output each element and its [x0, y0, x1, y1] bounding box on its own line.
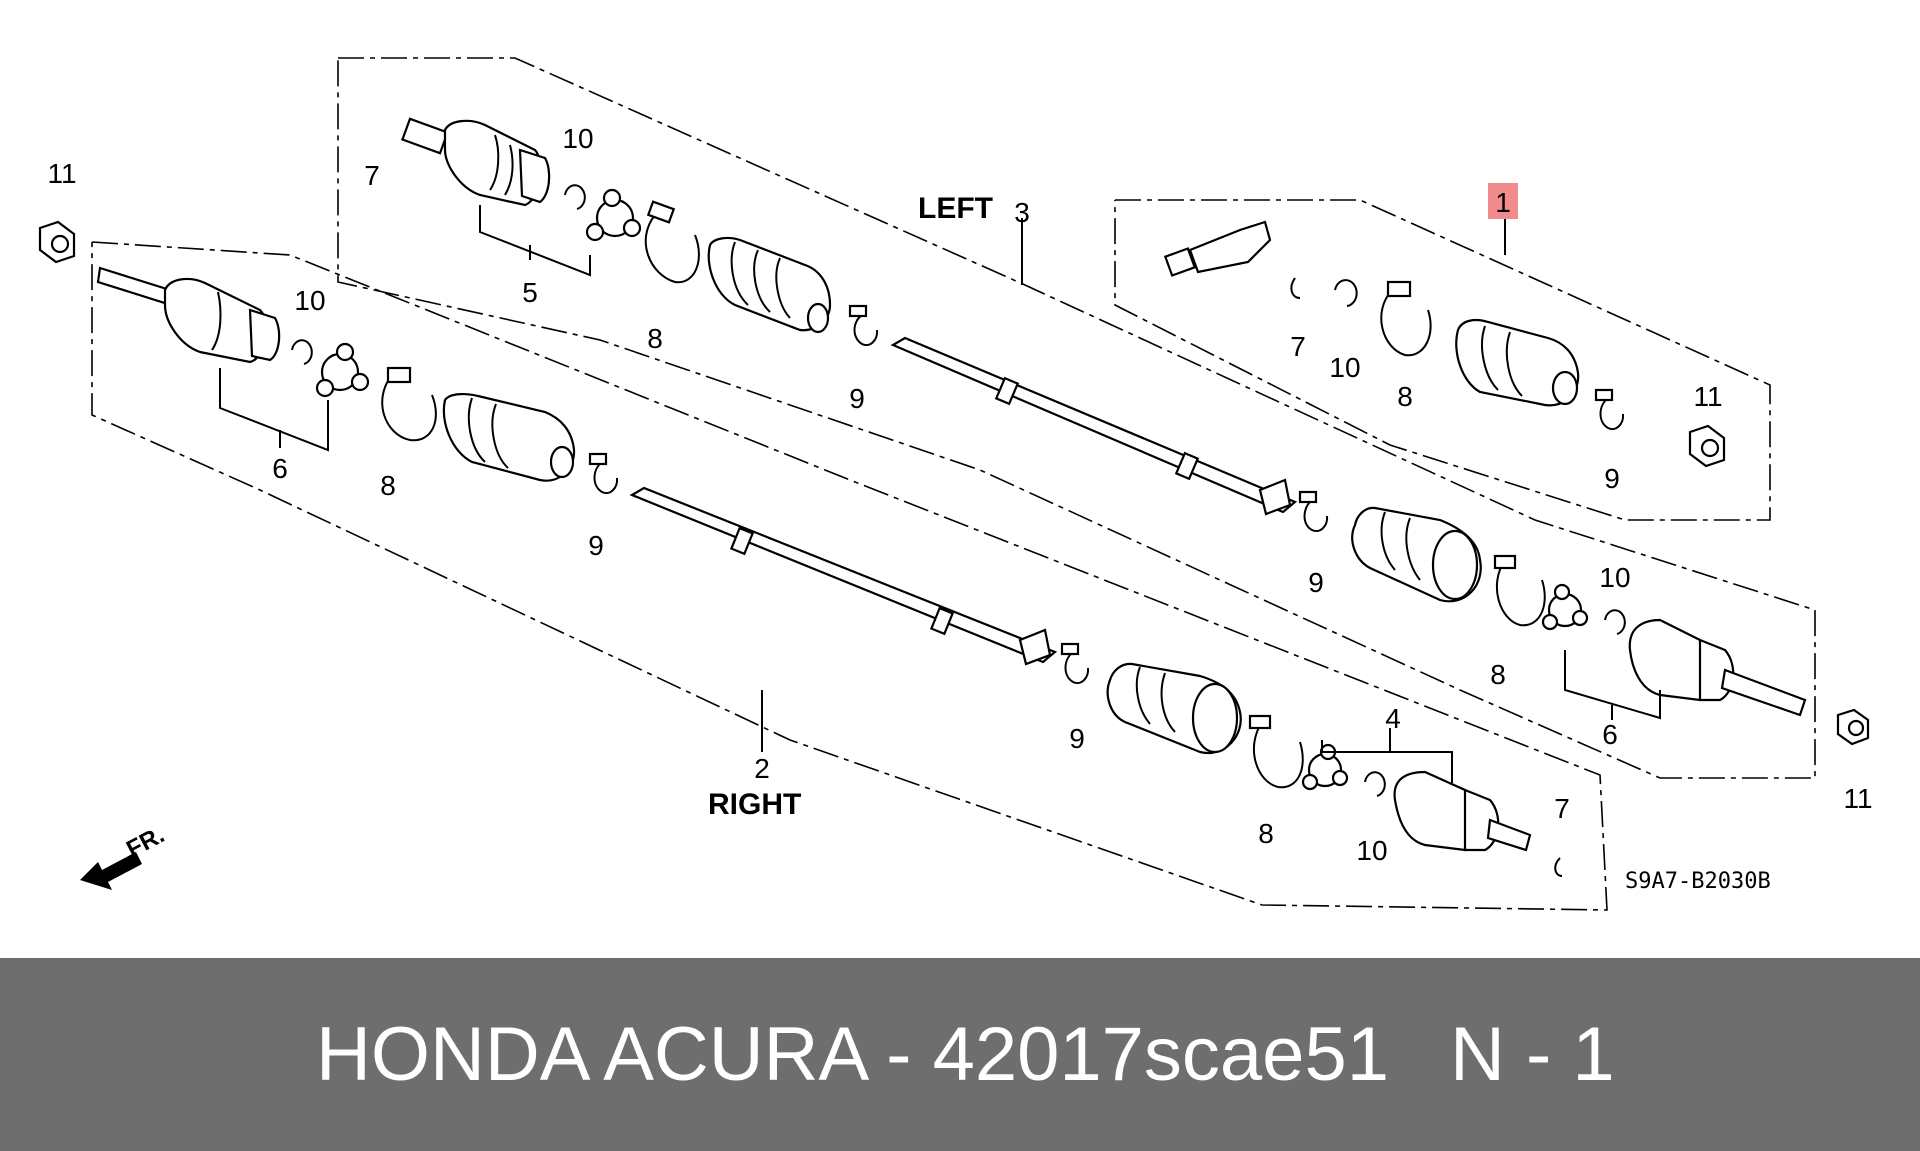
callout-10-left-inboard: 10: [1599, 562, 1630, 593]
callout-11-left: 11: [1843, 783, 1872, 814]
right-shaft-outline: [91, 241, 1608, 911]
callout-9-left-inboard: 9: [1308, 567, 1324, 598]
callout-numbers: 1 2 3 4 5 6 6 7 7 7 8 8 8 8 8 9 9 9 9 9 …: [47, 123, 1872, 866]
kit-boot: [1455, 319, 1580, 407]
callout-4: 4: [1385, 703, 1401, 734]
front-arrow: FR.: [80, 821, 169, 890]
callout-7-top: 7: [364, 160, 380, 191]
right-outboard-stop-ring: [291, 339, 313, 365]
right-inboard-cv-joint: [1393, 770, 1532, 852]
caption-part-number: HONDA ACURA - 42017scae51: [316, 1012, 1389, 1097]
left-outboard-cv-joint: [401, 117, 551, 207]
right-outboard-tripod: [315, 342, 370, 398]
kit-spindle-nut: [1688, 424, 1726, 468]
left-stop-ring: [564, 184, 586, 210]
left-inboard-boot: [1351, 506, 1482, 603]
caption-quantity: N - 1: [1450, 1012, 1615, 1097]
kit-outline: [1114, 199, 1771, 521]
right-inboard-big-band: [1248, 714, 1304, 789]
right-inboard-small-band: [1060, 642, 1090, 684]
callout-5: 5: [522, 277, 538, 308]
callout-8-left-inboard: 8: [1490, 659, 1506, 690]
callout-9-left-outboard: 9: [849, 383, 865, 414]
kit-highlight: [1488, 183, 1518, 219]
kit-stop-ring: [1334, 279, 1358, 307]
leader-lines: [219, 205, 1661, 783]
right-outboard-big-band: [381, 366, 437, 442]
left-outboard-big-band: [644, 200, 700, 284]
left-outboard-small-band: [848, 304, 879, 346]
left-inboard-small-band: [1298, 490, 1329, 532]
right-spindle-nut-left: [38, 220, 76, 264]
callout-11-right: 11: [47, 158, 76, 189]
left-shaft-outline: [337, 57, 1816, 779]
kit-big-band: [1380, 280, 1432, 357]
callout-8-kit: 8: [1397, 381, 1413, 412]
callout-8-right-inboard: 8: [1258, 818, 1274, 849]
callout-7-bottom: 7: [1554, 793, 1570, 824]
callout-11-kit: 11: [1693, 381, 1722, 412]
callout-6-right: 6: [272, 453, 288, 484]
callout-3: 3: [1014, 197, 1030, 228]
left-inboard-tripod: [1541, 583, 1589, 631]
left-inboard-cv-joint: [1628, 618, 1807, 717]
callout-9-right-inboard: 9: [1069, 723, 1085, 754]
left-spindle-nut: [1836, 708, 1870, 746]
grease-tube: [1163, 220, 1272, 277]
callout-10-kit: 10: [1329, 352, 1360, 383]
callout-7-kit: 7: [1290, 331, 1306, 362]
caption-band: HONDA ACURA - 42017scae51 N - 1: [0, 958, 1920, 1151]
right-outboard-small-band: [588, 452, 619, 494]
left-inboard-stop-ring: [1604, 609, 1626, 635]
left-label: LEFT: [918, 192, 993, 225]
drawing-code: S9A7-B2030B: [1625, 869, 1771, 894]
right-label: RIGHT: [708, 788, 801, 821]
callout-8-right-outboard: 8: [380, 470, 396, 501]
callout-10-top: 10: [562, 123, 593, 154]
right-inboard-stop-ring: [1364, 771, 1386, 797]
callout-10-right: 10: [294, 285, 325, 316]
kit-set-ring: [1290, 277, 1301, 299]
left-shaft-bar: [890, 336, 1298, 516]
driveshaft-exploded-diagram: 1 2 3 4 5 6 6 7 7 7 8 8 8 8 8 9 9 9 9 9 …: [38, 57, 1873, 911]
callout-2: 2: [754, 753, 770, 784]
right-inboard-boot: [1106, 662, 1242, 755]
right-shaft-bar: [629, 486, 1058, 666]
left-inboard-big-band: [1493, 554, 1546, 627]
callout-9-kit: 9: [1604, 463, 1620, 494]
right-outboard-boot: [442, 393, 576, 482]
callout-8-left-outboard: 8: [647, 323, 663, 354]
kit-small-band: [1594, 388, 1625, 430]
callout-6-left: 6: [1602, 719, 1618, 750]
left-tripod: [585, 188, 642, 242]
callout-9-right-outboard: 9: [588, 530, 604, 561]
right-set-ring: [1554, 857, 1563, 877]
callout-10-bottom: 10: [1356, 835, 1387, 866]
left-outboard-boot: [707, 236, 832, 334]
right-outboard-cv-joint: [96, 266, 281, 364]
callout-1: 1: [1495, 187, 1511, 218]
